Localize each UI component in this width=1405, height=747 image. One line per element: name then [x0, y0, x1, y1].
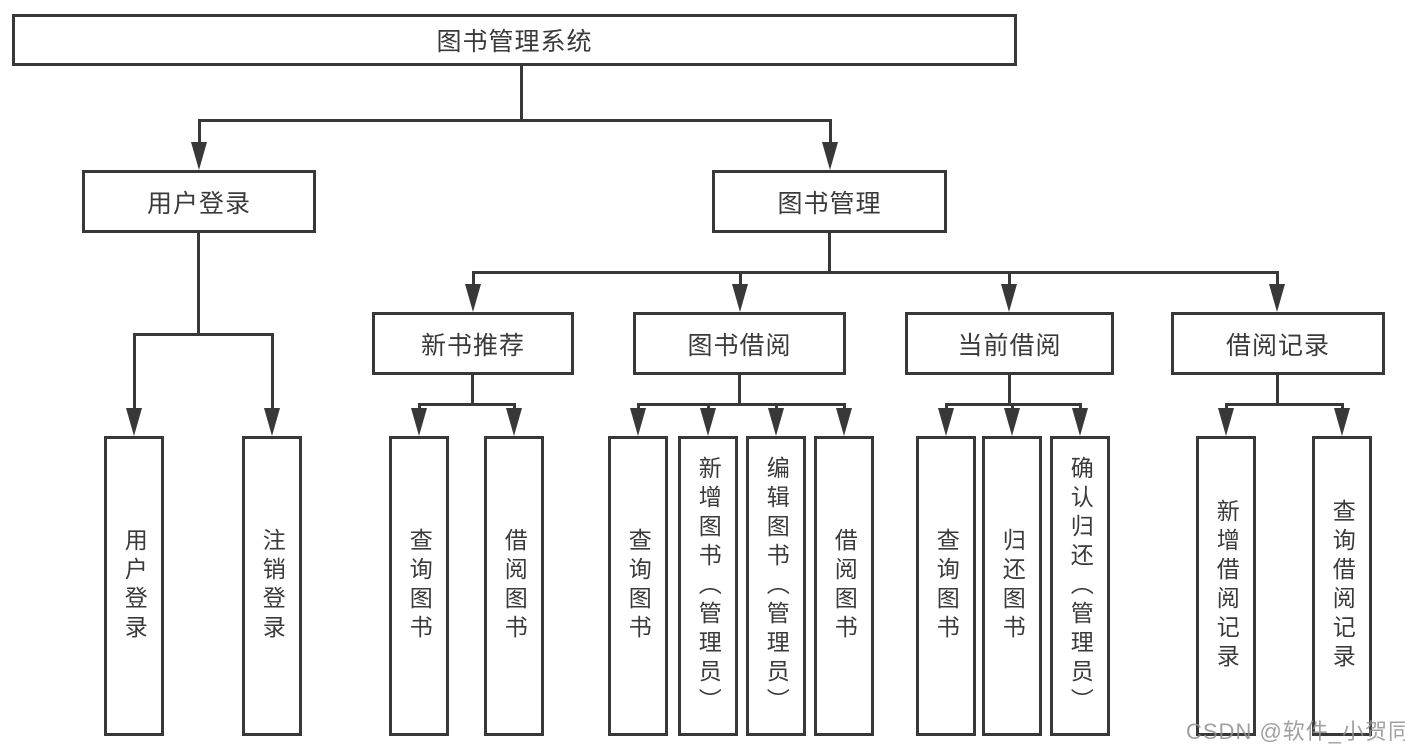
arrow-down-icon: [836, 408, 852, 436]
arrow-down-icon: [411, 408, 427, 436]
arrow-down-icon: [1269, 284, 1285, 312]
connector-branch-user-login: [133, 333, 274, 336]
leaf-logout: 注销登录: [242, 436, 302, 736]
watermark: CSDN @软件_小贺同学: [1186, 719, 1405, 744]
node-book-borrow: 图书借阅: [633, 312, 846, 375]
arrow-down-icon: [938, 408, 954, 436]
arrow-down-icon: [1218, 408, 1234, 436]
arrow-down-icon: [1072, 408, 1088, 436]
leaf-add-books-admin: 新增图书（管理员）: [678, 436, 738, 736]
arrow-down-icon: [1001, 284, 1017, 312]
node-label: 编辑图书（管理员）: [763, 455, 790, 717]
node-label: 借阅图书: [501, 528, 528, 644]
arrow-down-icon: [126, 408, 142, 436]
arrow-down-icon: [506, 408, 522, 436]
leaf-query-books-borrow: 查询图书: [608, 436, 668, 736]
leaf-borrow-books-recommend: 借阅图书: [484, 436, 544, 736]
node-user-login: 用户登录: [82, 170, 316, 233]
arrow-down-icon: [191, 142, 207, 170]
connector-stem: [471, 375, 474, 405]
leaf-confirm-return-admin: 确认归还（管理员）: [1050, 436, 1110, 736]
node-label: 新书推荐: [420, 331, 525, 360]
node-book-management: 图书管理: [712, 170, 947, 233]
node-label: 注销登录: [259, 528, 286, 644]
connector-branch: [418, 403, 516, 406]
leaf-query-borrow-record: 查询借阅记录: [1312, 436, 1372, 736]
node-label: 查询图书: [406, 528, 433, 644]
connector-drop: [1008, 271, 1011, 289]
node-label: 归还图书: [999, 528, 1026, 644]
arrow-down-icon: [732, 284, 748, 312]
connector-branch-level2: [198, 119, 832, 122]
leaf-user-login: 用户登录: [104, 436, 164, 736]
leaf-return-books: 归还图书: [982, 436, 1042, 736]
leaf-query-books-current: 查询图书: [916, 436, 976, 736]
arrow-down-icon: [1004, 408, 1020, 436]
connector-stem: [1008, 375, 1011, 405]
connector-drop: [133, 333, 136, 413]
connector-drop-book-mgmt: [829, 119, 832, 149]
node-label: 确认归还（管理员）: [1067, 455, 1094, 717]
node-label: 图书借阅: [687, 331, 792, 360]
node-label: 查询图书: [933, 528, 960, 644]
connector-drop-user-login: [198, 119, 201, 149]
leaf-edit-books-admin: 编辑图书（管理员）: [746, 436, 806, 736]
connector-drop: [472, 271, 475, 289]
leaf-query-books-recommend: 查询图书: [389, 436, 449, 736]
leaf-borrow-books: 借阅图书: [814, 436, 874, 736]
node-current-borrow: 当前借阅: [905, 312, 1114, 375]
connector-user-login-stem: [197, 233, 200, 335]
arrow-down-icon: [1334, 408, 1350, 436]
arrow-down-icon: [700, 408, 716, 436]
node-label: 新增图书（管理员）: [695, 455, 722, 717]
connector-branch: [637, 403, 846, 406]
leaf-add-borrow-record: 新增借阅记录: [1196, 436, 1256, 736]
arrow-down-icon: [822, 142, 838, 170]
node-label: 借阅图书: [831, 528, 858, 644]
node-label: 查询借阅记录: [1329, 499, 1356, 673]
node-borrow-records: 借阅记录: [1171, 312, 1385, 375]
node-label: 图书管理系统: [436, 28, 593, 56]
node-label: 当前借阅: [957, 331, 1062, 360]
connector-drop: [739, 271, 742, 289]
node-label: 查询图书: [625, 528, 652, 644]
connector-drop: [271, 333, 274, 413]
connector-branch: [1225, 403, 1344, 406]
node-label: 新增借阅记录: [1213, 499, 1240, 673]
node-label: 用户登录: [146, 189, 251, 218]
arrow-down-icon: [465, 284, 481, 312]
node-label: 图书管理: [777, 189, 882, 218]
arrow-down-icon: [768, 408, 784, 436]
arrow-down-icon: [264, 408, 280, 436]
arrow-down-icon: [630, 408, 646, 436]
connector-drop: [1276, 271, 1279, 289]
node-label: 借阅记录: [1225, 331, 1330, 360]
connector-root-stem: [520, 66, 523, 121]
connector-stem: [738, 375, 741, 405]
connector-book-mgmt-stem: [828, 233, 831, 273]
node-root: 图书管理系统: [12, 14, 1017, 66]
node-new-book-recommend: 新书推荐: [372, 312, 574, 375]
connector-stem: [1276, 375, 1279, 405]
connector-branch-level3: [472, 271, 1279, 274]
node-label: 用户登录: [121, 528, 148, 644]
